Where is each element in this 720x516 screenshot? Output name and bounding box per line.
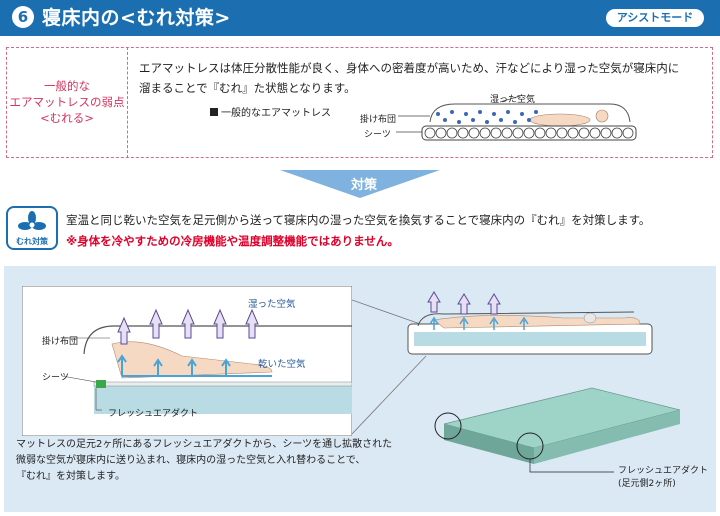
weakness-label-line3: <むれる> — [40, 111, 94, 125]
label-fresh-air-duct: フレッシュエアダクト — [108, 409, 199, 419]
countermeasure-heading: 対策 — [350, 178, 377, 193]
weakness-box — [6, 47, 713, 158]
description-line3: 『むれ』を対策します。 — [16, 471, 125, 482]
weakness-label-line2: エアマットレスの弱点 — [9, 95, 125, 109]
label-sheet-top: シーツ — [364, 130, 391, 140]
page-title: 寝床内の<むれ対策> — [42, 7, 231, 29]
header-bar — [0, 0, 720, 36]
label-futon: 掛け布団 — [42, 337, 79, 347]
fan-icon — [18, 211, 46, 230]
duct-callout-line1: フレッシュエアダクト — [618, 466, 709, 476]
down-arrow-icon — [280, 170, 440, 198]
label-sheet: シーツ — [42, 373, 69, 383]
mure-taisaku-label: むれ対策 — [16, 237, 48, 246]
description-line1: マットレスの足元2ヶ所にあるフレッシュエアダクトから、シーツを通し拡散された — [16, 439, 393, 450]
mode-badge: アシストモード — [606, 9, 704, 27]
mattress-illustration — [434, 387, 681, 473]
section-number: 6 — [12, 6, 34, 28]
mure-taisaku-icon — [6, 206, 58, 250]
weakness-divider — [127, 47, 128, 158]
label-humid-air: 湿った空気 — [248, 299, 296, 310]
weakness-label: 一般的な エアマットレスの弱点 <むれる> — [8, 78, 126, 126]
description-line2: 微弱な空気が寝床内に送り込まれ、寝床内の湿った空気と入れ替わることで、 — [16, 455, 366, 466]
legend-general-mattress: 一般的なエアマットレス — [210, 104, 331, 119]
label-futon-top: 掛け布団 — [360, 115, 397, 125]
general-mattress-diagram — [396, 95, 637, 141]
label-humid-air-top: 湿った空気 — [490, 95, 536, 105]
weakness-text: エアマットレスは体圧分散性能が良く、身体への密着度が高いため、汗などにより湿った… — [139, 58, 709, 98]
zoom-lines — [352, 299, 427, 435]
description-text: マットレスの足元2ヶ所にあるフレッシュエアダクトから、シーツを通し拡散された 微… — [16, 437, 411, 485]
weakness-text-line1: エアマットレスは体圧分散性能が良く、身体への密着度が高いため、汗などにより湿った… — [139, 61, 680, 75]
duct-callout-line2: (足元側2ヶ所) — [618, 479, 676, 489]
countermeasure-text: 室温と同じ乾いた空気を足元側から送って寝床内の湿った空気を換気することで寝床内の… — [66, 213, 651, 227]
legend-square-icon — [210, 108, 218, 116]
legend-label: 一般的なエアマットレス — [221, 108, 331, 119]
closeup-diagram — [22, 286, 352, 436]
weakness-label-line1: 一般的な — [44, 79, 90, 93]
countermeasure-note: ※身体を冷やすための冷房機能や温度調整機能ではありません。 — [66, 234, 399, 248]
label-dry-air: 乾いた空気 — [258, 359, 306, 370]
weakness-text-line2: 溜まることで『むれ』た状態となります。 — [139, 81, 356, 95]
full-bed-diagram — [407, 291, 653, 355]
